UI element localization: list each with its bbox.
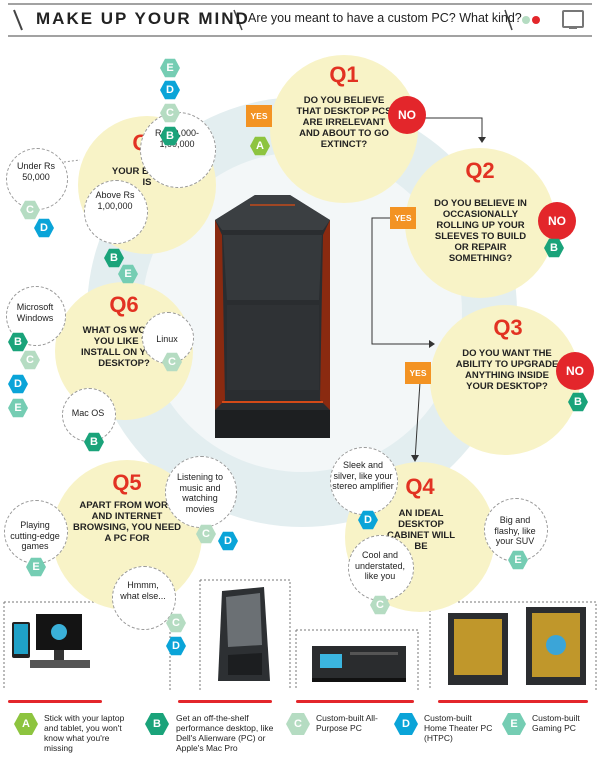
- tower-pc-image: [195, 190, 345, 440]
- q1-no-badge: NO: [388, 96, 426, 134]
- q6-option-windows-hex-d: D: [8, 374, 28, 394]
- q1-question: Do you believe that desktop PCs are irre…: [296, 95, 392, 150]
- q4-option-cool-label: Cool and understated, like you: [354, 550, 406, 581]
- outcome-separator-a: [8, 700, 102, 703]
- q2-label: Q2: [465, 158, 495, 183]
- outcome-a-label: Stick with your laptop and tablet, you w…: [44, 713, 125, 753]
- q5-option-else-hex-d: D: [166, 636, 186, 656]
- outcome-a-hex: A: [14, 712, 38, 736]
- q6-option-windows-hex-b: B: [8, 332, 28, 352]
- q7-option-above-hex-b: B: [104, 248, 124, 268]
- q6-label: Q6: [109, 292, 139, 317]
- q2-question: Do you believe in occasionally rolling u…: [434, 198, 527, 264]
- outcome-e-label: Custom-built Gaming PC: [532, 713, 580, 733]
- q6-option-linux-hex: C: [162, 352, 182, 372]
- q1-result-hex: A: [250, 136, 270, 156]
- q7-option-mid-hex-e: E: [160, 58, 180, 78]
- q3-result-hex: B: [568, 392, 588, 412]
- q5-option-music: [165, 456, 237, 528]
- header-frame: [8, 3, 592, 37]
- q5-option-else: [112, 566, 176, 630]
- q2-circle: [405, 148, 555, 298]
- outcome-e-hex: E: [502, 712, 526, 736]
- outcome-b-label: Get an off-the-shelf performance desktop…: [176, 713, 274, 753]
- q6-option-linux-label: Linux: [156, 334, 178, 344]
- q7-option-under-label: Under Rs 50,000: [16, 161, 55, 182]
- q6-option-macos-hex: B: [84, 432, 104, 452]
- q5-option-music-label: Listening to music and watching movies: [176, 472, 224, 514]
- q7-option-above-label: Above Rs 1,00,000: [95, 190, 135, 211]
- q6-question: What OS would you like to install on you…: [80, 325, 168, 369]
- q5-option-else-hex-c: C: [166, 613, 186, 633]
- htpc-image: [310, 638, 408, 684]
- outcome-separator-c: [296, 700, 414, 703]
- outcome-c-label: Custom-built All-Purpose PC: [316, 713, 378, 733]
- q1-label: Q1: [329, 62, 359, 87]
- q6-option-linux: [142, 312, 194, 364]
- q4-option-sleek: [330, 447, 398, 515]
- q7-option-mid-hex-b: B: [160, 126, 180, 146]
- q4-question: An ideal desktop cabinet will be: [386, 508, 456, 552]
- outcome-separator-d: [438, 700, 588, 703]
- gaming-pc-image: [438, 605, 592, 687]
- q3-question: Do you want the ability to upgrade anyth…: [455, 348, 559, 392]
- q3-circle: [430, 305, 580, 455]
- q6-option-windows-label: Microsoft Windows: [16, 302, 54, 323]
- q7-option-above-hex-e: E: [118, 264, 138, 284]
- outcome-separator-b: [178, 700, 272, 703]
- q5-option-games-label: Playing cutting-edge games: [10, 520, 60, 551]
- header-bar: MAKE UP YOUR MIND Are you meant to have …: [0, 0, 600, 40]
- q5-option-music-hex-d: D: [218, 531, 238, 551]
- q4-option-cool: [348, 535, 414, 601]
- q2-yes-badge: YES: [390, 207, 416, 229]
- q3-no-badge: NO: [556, 352, 594, 390]
- q6-option-windows-hex-e: E: [8, 398, 28, 418]
- q5-label: Q5: [112, 470, 142, 495]
- outcome-c-hex: C: [286, 712, 310, 736]
- q3-label: Q3: [493, 315, 523, 340]
- q4-option-sleek-hex: D: [358, 510, 378, 530]
- q4-option-cool-hex: C: [370, 595, 390, 615]
- q6-option-macos: [62, 388, 116, 442]
- q2-no-badge: NO: [538, 202, 576, 240]
- q4-option-big-hex: E: [508, 550, 528, 570]
- q5-option-games-hex: E: [26, 557, 46, 577]
- q7-option-mid-hex-c: C: [160, 103, 180, 123]
- q6-option-macos-label: Mac OS: [71, 408, 105, 418]
- q7-option-under-hex-c: C: [20, 200, 40, 220]
- q7-option-mid: [140, 112, 216, 188]
- q5-question: Apart from work and internet browsing, y…: [72, 500, 182, 544]
- q7-option-under-hex-d: D: [34, 218, 54, 238]
- laptop-tablet-image: [10, 612, 110, 678]
- q4-option-sleek-label: Sleek and silver, like your stereo ampli…: [332, 460, 394, 491]
- q4-option-big-label: Big and flashy, like your SUV: [494, 515, 536, 546]
- dots-icon: [520, 14, 550, 26]
- q7-option-above: [84, 180, 148, 244]
- page-title: MAKE UP YOUR MIND: [36, 9, 250, 28]
- outcome-b-hex: B: [145, 712, 169, 736]
- offshelf-desktop-image: [208, 585, 280, 685]
- monitor-icon: [562, 10, 584, 29]
- outcome-d-hex: D: [394, 712, 418, 736]
- q6-option-windows-hex-c: C: [20, 350, 40, 370]
- q4-label: Q4: [405, 474, 435, 499]
- outcome-d-label: Custom-built Home Theater PC (HTPC): [424, 713, 493, 743]
- q3-yes-badge: YES: [405, 362, 431, 384]
- q5-option-else-label: Hmmm, what else...: [120, 580, 166, 601]
- q1-yes-badge: YES: [246, 105, 272, 127]
- q5-option-music-hex-c: C: [196, 524, 216, 544]
- q2-result-hex: B: [544, 238, 564, 258]
- page-subtitle: Are you meant to have a custom PC? What …: [248, 11, 522, 25]
- q7-option-mid-hex-d: D: [160, 80, 180, 100]
